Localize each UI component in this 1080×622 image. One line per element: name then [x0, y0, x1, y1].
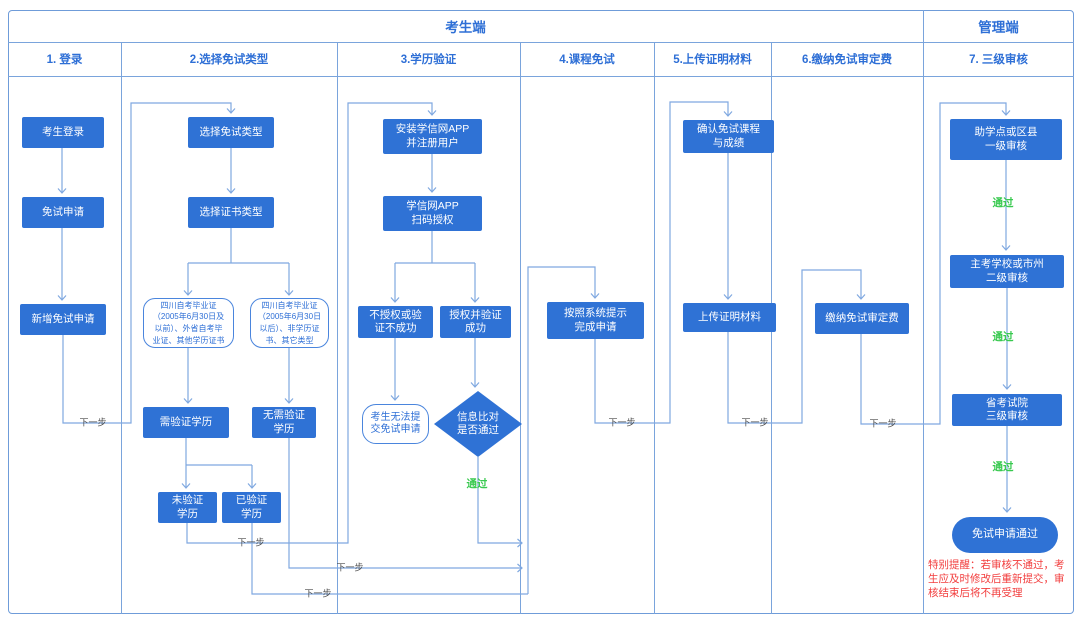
node-cannot-submit: 考生无法提 交免试申请	[362, 404, 429, 444]
node-scan-auth: 学信网APP 扫码授权	[383, 196, 482, 231]
edge-label-next-step-4: 下一步	[304, 588, 332, 599]
node-auth-fail: 不授权或验 证不成功	[358, 306, 433, 338]
node-verified: 已验证 学历	[222, 492, 281, 523]
node-no-need-verify: 无需验证 学历	[252, 407, 316, 438]
node-pay-fee: 缴纳免试审定费	[815, 303, 909, 334]
edge-label-pass-decision: 通过	[466, 477, 488, 490]
node-choose-cert-type: 选择证书类型	[188, 197, 274, 228]
node-auth-success: 授权并验证 成功	[440, 306, 511, 338]
node-level3-review: 省考试院 三级审核	[952, 394, 1062, 426]
outer-border	[8, 10, 1074, 614]
lane-divider-2	[337, 42, 338, 614]
lane-header-admin: 管理端	[978, 20, 1019, 35]
lane-divider-3	[520, 42, 521, 614]
edge-label-next-step-6: 下一步	[741, 417, 769, 428]
edge-label-pass-level3: 通过	[992, 460, 1014, 473]
column-header-course-exemption: 4.课程免试	[559, 54, 615, 66]
node-exemption-apply: 免试申请	[22, 197, 104, 228]
column-header-pay-fee: 6.缴纳免试审定费	[801, 54, 893, 66]
lane-header-candidate: 考生端	[445, 20, 486, 35]
node-cert-old: 四川自考毕业证 （2005年6月30日及 以前）、外省自考毕 业证、其他学历证书	[143, 298, 234, 348]
node-cert-new: 四川自考毕业证 （2005年6月30日 以后）、非学历证 书、其它类型	[250, 298, 329, 348]
node-level2-review: 主考学校或市州 二级审核	[950, 255, 1064, 288]
edge-label-next-step-3: 下一步	[336, 562, 364, 573]
node-not-verified: 未验证 学历	[158, 492, 217, 523]
node-choose-exemption-type: 选择免试类型	[188, 117, 274, 148]
node-upload-materials: 上传证明材料	[683, 303, 776, 332]
column-header-divider	[8, 76, 1074, 77]
node-need-verify: 需验证学历	[143, 407, 229, 438]
column-header-choose-type: 2.选择免试类型	[189, 54, 269, 66]
node-approved: 免试申请通过	[952, 517, 1058, 553]
column-header-three-level-review: 7. 三级审核	[969, 54, 1028, 66]
edge-label-next-step-5: 下一步	[608, 417, 636, 428]
node-follow-prompts: 按照系统提示 完成申请	[547, 302, 644, 339]
edge-label-next-step-7: 下一步	[869, 418, 897, 429]
lane-divider-4	[654, 42, 655, 614]
edge-label-pass-level2: 通过	[992, 330, 1014, 343]
lane-divider-1	[121, 42, 122, 614]
header-divider	[8, 42, 1074, 43]
edge-label-pass-level1: 通过	[992, 196, 1014, 209]
lane-divider-6	[923, 10, 924, 614]
node-level1-review: 助学点或区县 一级审核	[950, 119, 1062, 160]
column-header-upload-materials: 5.上传证明材料	[673, 54, 752, 66]
node-candidate-login: 考生登录	[22, 117, 104, 148]
edge-label-next-step-2: 下一步	[237, 537, 265, 548]
special-reminder-note: 特别提醒：若审核不通过，考生应及时修改后重新提交，审核结束后将不再受理	[928, 559, 1065, 599]
edge-label-next-step-1: 下一步	[79, 417, 107, 428]
node-install-app: 安装学信网APP 并注册用户	[383, 119, 482, 154]
node-confirm-courses: 确认免试课程 与成绩	[683, 120, 774, 153]
column-header-login: 1. 登录	[46, 54, 83, 66]
column-header-verify-education: 3.学历验证	[400, 54, 457, 66]
node-new-exemption-apply: 新增免试申请	[20, 304, 106, 335]
